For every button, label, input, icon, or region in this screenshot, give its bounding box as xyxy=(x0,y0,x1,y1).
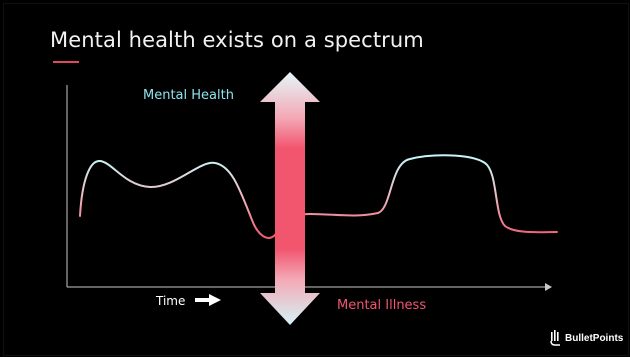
brand-name: BulletPoints xyxy=(565,332,624,344)
title-underline xyxy=(53,61,79,63)
mental-health-curve xyxy=(79,154,558,239)
time-axis-label: Time xyxy=(156,294,186,308)
mental-health-label: Mental Health xyxy=(143,88,234,103)
spectrum-double-arrow xyxy=(260,72,320,325)
bulletpoints-logo-icon xyxy=(550,330,560,346)
slide-title: Mental health exists on a spectrum xyxy=(50,28,424,52)
x-axis-arrowhead xyxy=(545,283,552,291)
brand-logo: BulletPoints xyxy=(550,330,623,346)
time-arrow-icon xyxy=(195,294,221,306)
mental-illness-label: Mental Illness xyxy=(337,298,427,313)
